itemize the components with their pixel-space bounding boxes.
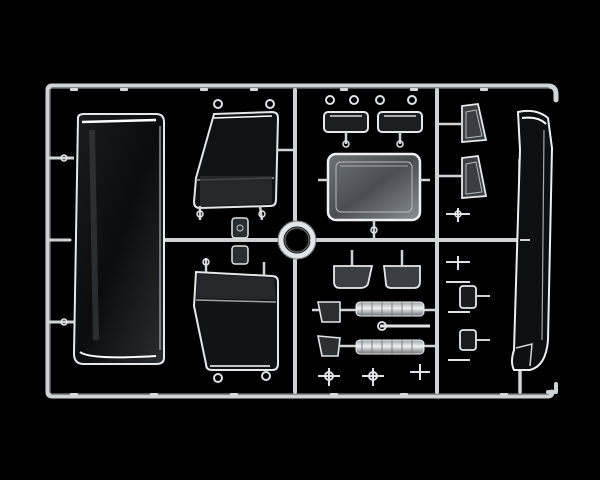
sun-visor-part <box>511 109 554 371</box>
sprue-hub <box>277 220 317 260</box>
indicator-lenses <box>317 301 341 357</box>
sprue-frame <box>45 83 559 399</box>
door-window-upper <box>192 99 295 221</box>
small-lug-part <box>231 217 249 265</box>
roof-hatch-part <box>318 152 430 240</box>
headlight-lenses <box>333 250 421 289</box>
sprue-tabs-top <box>70 88 508 396</box>
marker-lamps-right <box>437 103 488 283</box>
small-clip-parts <box>318 364 430 386</box>
door-window-lower <box>192 258 279 383</box>
mirror-heads-right <box>448 285 490 361</box>
lamp-bar-lower <box>340 321 437 355</box>
windshield-part <box>48 113 165 365</box>
mirror-pair-top <box>323 95 423 148</box>
